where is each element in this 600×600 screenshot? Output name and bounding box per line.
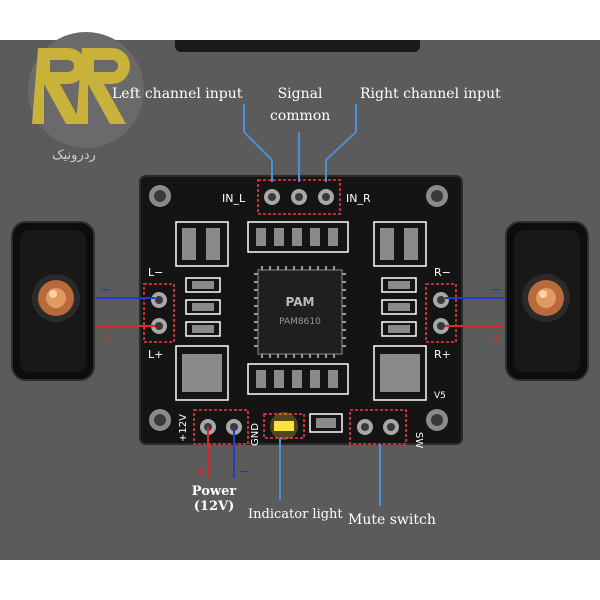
right-plus-sign-icon: + — [490, 330, 502, 346]
callout-lines — [243, 104, 381, 506]
indicator-highlight — [263, 413, 305, 439]
right-output-pins — [433, 292, 449, 334]
brand-logo-icon — [28, 32, 144, 148]
right-channel-input-label: Right channel input — [360, 86, 501, 102]
mute-switch-label: Mute switch — [348, 512, 436, 528]
mute-switch-highlight — [349, 409, 407, 445]
r-plus-label: R+ — [434, 348, 451, 361]
top-dark-bar — [175, 40, 420, 52]
right-speaker-icon — [505, 221, 589, 381]
power-terminal-highlight — [193, 409, 249, 445]
indicator-led-icon — [274, 421, 294, 431]
signal-common-label-line1: Signal — [277, 86, 323, 102]
plus-12v-label: +12V — [178, 414, 189, 442]
bottom-margin — [0, 560, 600, 600]
left-plus-sign-icon: + — [100, 330, 112, 346]
left-minus-sign-icon: − — [100, 282, 112, 298]
mute-switch-pins — [357, 419, 399, 435]
power-minus-sign-icon: − — [238, 464, 250, 480]
in-r-label: IN_R — [346, 192, 371, 205]
left-channel-input-label: Left channel input — [112, 86, 243, 102]
component-footprints — [175, 221, 427, 433]
left-speaker-icon — [11, 221, 95, 381]
brand-logo-text: ردرونیک — [52, 148, 96, 163]
power-label-line1: Power — [191, 484, 237, 499]
power-label-line2: (12V) — [193, 499, 235, 514]
version-label: V5 — [434, 391, 446, 401]
right-minus-sign-icon: − — [490, 282, 502, 298]
in-l-label: IN_L — [222, 192, 246, 205]
chip-model: PAM8610 — [279, 317, 321, 327]
r-minus-label: R− — [434, 266, 451, 279]
sw-label: SW — [413, 432, 424, 448]
power-plus-sign-icon: + — [195, 464, 207, 480]
left-output-pins — [151, 292, 167, 334]
signal-common-label-line2: common — [270, 108, 331, 124]
top-margin — [0, 0, 600, 40]
left-output-highlight — [143, 283, 175, 343]
smd-components — [182, 228, 420, 428]
l-plus-label: L+ — [148, 348, 163, 361]
mounting-holes — [149, 185, 448, 431]
gnd-label: GND — [250, 423, 261, 446]
right-output-highlight — [425, 283, 457, 343]
chip-brand: PAM — [286, 295, 315, 309]
input-header-pins — [264, 189, 334, 205]
amplifier-chip — [254, 266, 346, 358]
l-minus-label: L− — [148, 266, 163, 279]
indicator-light-label: Indicator light — [248, 507, 343, 522]
